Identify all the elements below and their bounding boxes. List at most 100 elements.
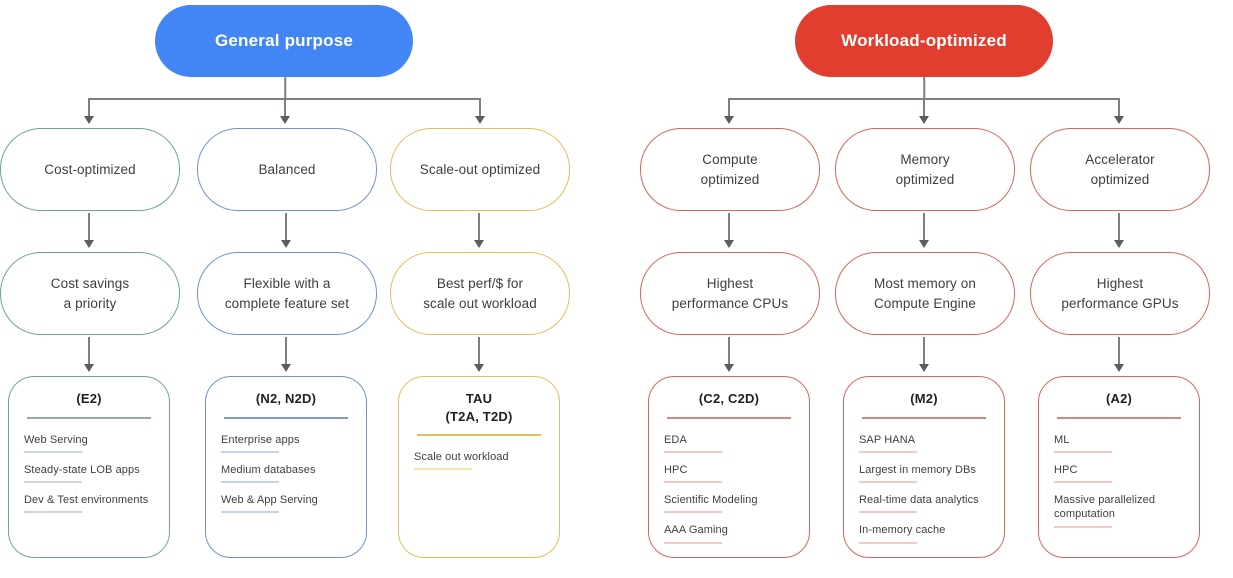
list-item: Medium databases	[221, 463, 356, 484]
item-label: ML	[1054, 433, 1070, 446]
pill-memory-optimized: Memory optimized	[835, 128, 1015, 211]
list-item: HPC	[1054, 463, 1189, 484]
connector-stub	[284, 77, 286, 98]
card-c2-c2d: (C2, C2D) EDA HPC Scientific Modeling AA…	[648, 376, 810, 558]
pill-label: Memory optimized	[895, 151, 955, 187]
item-label: HPC	[1054, 463, 1078, 476]
item-underline	[414, 468, 472, 471]
pill-label: Flexible with a complete feature set	[224, 275, 350, 311]
item-label: Real-time data analytics	[859, 494, 979, 507]
arrow-shaft	[285, 337, 287, 364]
pill-best-perf: Best perf/$ for scale out workload	[390, 252, 570, 335]
pill-most-memory: Most memory on Compute Engine	[835, 252, 1015, 335]
list-item: ML	[1054, 433, 1189, 453]
arrow-head-icon	[281, 364, 291, 372]
arrow-head-icon	[1114, 240, 1124, 248]
item-label: Web Serving	[24, 433, 88, 446]
item-underline	[1054, 525, 1112, 528]
card-items: Scale out workload	[399, 450, 559, 471]
connector-stub	[923, 77, 925, 98]
card-title-rule	[862, 416, 986, 419]
arrow-head-icon	[1114, 364, 1124, 372]
arrow-shaft	[478, 213, 480, 240]
list-item: EDA	[664, 433, 799, 453]
card-title-rule	[1057, 416, 1181, 419]
arrow-shaft	[478, 337, 480, 364]
item-label: Web & App Serving	[221, 494, 318, 507]
arrow-down-icon	[919, 337, 929, 372]
item-label: Steady-state LOB apps	[24, 463, 140, 476]
item-underline	[24, 481, 82, 484]
pill-label: Accelerator optimized	[1085, 151, 1155, 187]
arrow-down-icon	[724, 337, 734, 372]
arrow-head-icon	[84, 240, 94, 248]
card-title: TAU (T2A, T2D)	[445, 391, 513, 424]
pill-flexible: Flexible with a complete feature set	[197, 252, 377, 335]
arrow-shaft	[923, 213, 925, 240]
list-item: Enterprise apps	[221, 433, 356, 453]
card-title-rule	[417, 434, 541, 437]
item-underline	[1054, 481, 1112, 484]
arrow-head-icon	[724, 240, 734, 248]
arrow-down-icon	[84, 98, 94, 124]
item-underline	[859, 541, 917, 544]
item-underline	[24, 511, 82, 514]
pill-label: Compute optimized	[700, 151, 760, 187]
arrow-head-icon	[919, 116, 929, 124]
arrow-shaft	[479, 98, 481, 116]
pill-cost-optimized: Cost-optimized	[0, 128, 180, 211]
arrow-down-icon	[474, 213, 484, 248]
pill-label: Cost savings a priority	[50, 275, 130, 311]
pill-balanced: Balanced	[197, 128, 377, 211]
arrow-shaft	[88, 337, 90, 364]
list-item: Real-time data analytics	[859, 493, 994, 514]
card-title-rule	[224, 416, 348, 419]
item-underline	[221, 450, 279, 453]
item-label: HPC	[664, 463, 688, 476]
pill-compute-optimized: Compute optimized	[640, 128, 820, 211]
root-label: General purpose	[214, 31, 354, 50]
arrow-head-icon	[1114, 116, 1124, 124]
pill-label: Scale-out optimized	[419, 161, 541, 177]
arrow-down-icon	[724, 98, 734, 124]
list-item: Massive parallelized computation	[1054, 493, 1189, 528]
item-underline	[221, 481, 279, 484]
arrow-shaft	[923, 98, 925, 116]
arrow-head-icon	[475, 116, 485, 124]
card-title: (A2)	[1105, 391, 1133, 406]
card-items: SAP HANA Largest in memory DBs Real-time…	[844, 433, 1004, 544]
item-underline	[664, 541, 722, 544]
list-item: Scale out workload	[414, 450, 549, 471]
arrow-head-icon	[474, 364, 484, 372]
pill-label: Highest performance GPUs	[1061, 275, 1179, 311]
card-a2: (A2) ML HPC Massive parallelized computa…	[1038, 376, 1200, 558]
pill-cost-savings: Cost savings a priority	[0, 252, 180, 335]
item-label: EDA	[664, 433, 687, 446]
pill-label: Best perf/$ for scale out workload	[423, 275, 537, 311]
pill-scale-out-optimized: Scale-out optimized	[390, 128, 570, 211]
item-underline	[221, 511, 279, 514]
item-label: Scientific Modeling	[664, 494, 758, 507]
item-underline	[664, 481, 722, 484]
arrow-head-icon	[474, 240, 484, 248]
list-item: Web Serving	[24, 433, 159, 453]
pill-label: Most memory on Compute Engine	[874, 275, 976, 311]
arrow-shaft	[1118, 213, 1120, 240]
item-underline	[664, 511, 722, 514]
item-underline	[859, 481, 917, 484]
pill-accelerator-optimized: Accelerator optimized	[1030, 128, 1210, 211]
list-item: Web & App Serving	[221, 493, 356, 514]
root-pill-workload-optimized: Workload-optimized	[795, 5, 1053, 77]
card-items: EDA HPC Scientific Modeling AAA Gaming	[649, 433, 809, 544]
arrow-down-icon	[919, 98, 929, 124]
arrow-shaft	[88, 213, 90, 240]
card-title-rule	[27, 416, 151, 419]
item-label: Scale out workload	[414, 451, 509, 464]
arrow-shaft	[923, 337, 925, 364]
arrow-shaft	[88, 98, 90, 116]
card-title: (C2, C2D)	[698, 391, 760, 406]
card-m2: (M2) SAP HANA Largest in memory DBs Real…	[843, 376, 1005, 558]
arrow-shaft	[728, 98, 730, 116]
list-item: Steady-state LOB apps	[24, 463, 159, 484]
